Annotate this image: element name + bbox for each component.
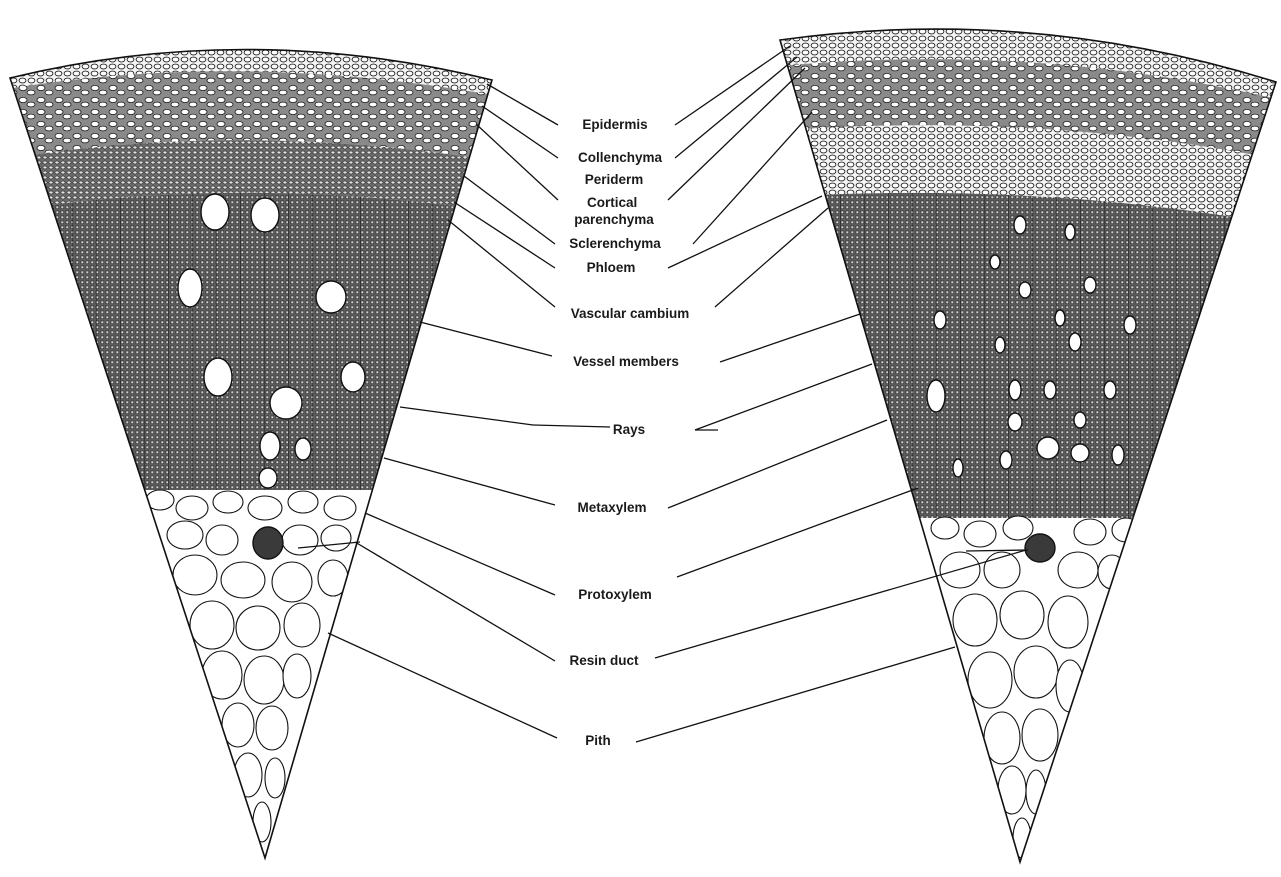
- label-cortical-line-2: parenchyma: [574, 212, 654, 227]
- left-resin-duct: [253, 527, 283, 559]
- right-stem-wedge: [760, 0, 1281, 877]
- label-cortical-line-1: Cortical: [587, 195, 637, 210]
- label-vascular-cambium: Vascular cambium: [571, 306, 690, 321]
- right-resin-duct: [1025, 534, 1055, 562]
- label-collenchyma: Collenchyma: [578, 150, 663, 165]
- label-pith: Pith: [585, 733, 611, 748]
- label-periderm: Periderm: [585, 172, 644, 187]
- label-epidermis: Epidermis: [582, 117, 647, 132]
- left-stem-wedge: [0, 0, 520, 877]
- label-protoxylem: Protoxylem: [578, 587, 652, 602]
- label-vessel-members: Vessel members: [573, 354, 679, 369]
- label-resin-duct: Resin duct: [569, 653, 639, 668]
- label-phloem: Phloem: [587, 260, 636, 275]
- label-rays: Rays: [613, 422, 645, 437]
- label-cortical-parenchyma: Cortical parenchyma: [574, 195, 654, 227]
- label-sclerenchyma: Sclerenchyma: [569, 236, 661, 251]
- label-metaxylem: Metaxylem: [577, 500, 646, 515]
